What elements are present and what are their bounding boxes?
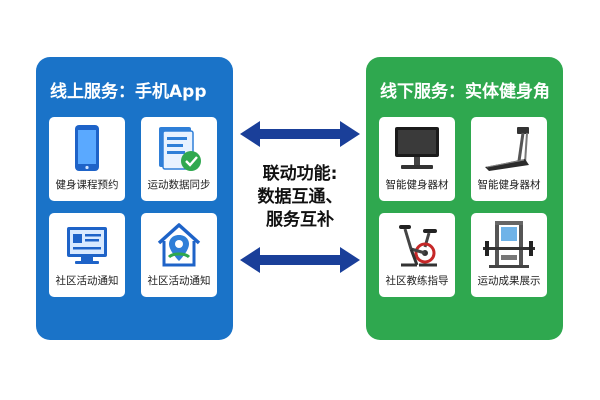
card-label: 社区活动通知 [55, 275, 119, 287]
card-label: 社区活动通知 [147, 275, 211, 287]
card-label: 运动数据同步 [147, 179, 211, 191]
computer-monitor-icon [395, 127, 439, 169]
smartphone-icon [75, 125, 99, 171]
card-smart-treadmill[interactable]: 智能健身器材 [471, 117, 547, 201]
card-label: 智能健身器材 [477, 179, 541, 191]
card-course-booking[interactable]: 健身课程预约 [49, 117, 125, 201]
center-line-3: 服务互补 [266, 210, 334, 230]
card-community-notice[interactable]: 社区活动通知 [49, 213, 125, 297]
exercise-bike-icon [399, 225, 437, 267]
center-line-2: 数据互通、 [257, 187, 343, 207]
gym-machine-icon [483, 221, 535, 268]
card-results-display[interactable]: 运动成果展示 [471, 213, 547, 297]
card-label: 健身课程预约 [55, 179, 119, 191]
treadmill-icon [485, 127, 529, 171]
top-double-arrow-icon [240, 121, 360, 147]
card-smart-equipment[interactable]: 智能健身器材 [379, 117, 455, 201]
online-panel-title: 线上服务：手机App [50, 82, 207, 102]
linkage-description: 联动功能: 数据互通、 服务互补 [248, 163, 352, 232]
online-service-panel: 线上服务：手机App 健身课程预约 运动数据同步 [36, 57, 233, 340]
card-data-sync[interactable]: 运动数据同步 [141, 117, 217, 201]
card-community-notice-location[interactable]: 社区活动通知 [141, 213, 217, 297]
data-sync-icon [159, 127, 201, 171]
home-location-icon [157, 223, 201, 267]
monitor-notice-icon [67, 227, 107, 264]
offline-panel-title: 线下服务：实体健身角 [380, 82, 550, 102]
center-line-1: 联动功能: [262, 164, 338, 184]
card-label: 运动成果展示 [477, 275, 541, 287]
offline-service-panel: 线下服务：实体健身角 智能健身器材 智能健身器材 [366, 57, 563, 340]
card-coach-guidance[interactable]: 社区教练指导 [379, 213, 455, 297]
bottom-double-arrow-icon [240, 247, 360, 273]
card-label: 智能健身器材 [385, 179, 449, 191]
card-label: 社区教练指导 [385, 275, 449, 287]
